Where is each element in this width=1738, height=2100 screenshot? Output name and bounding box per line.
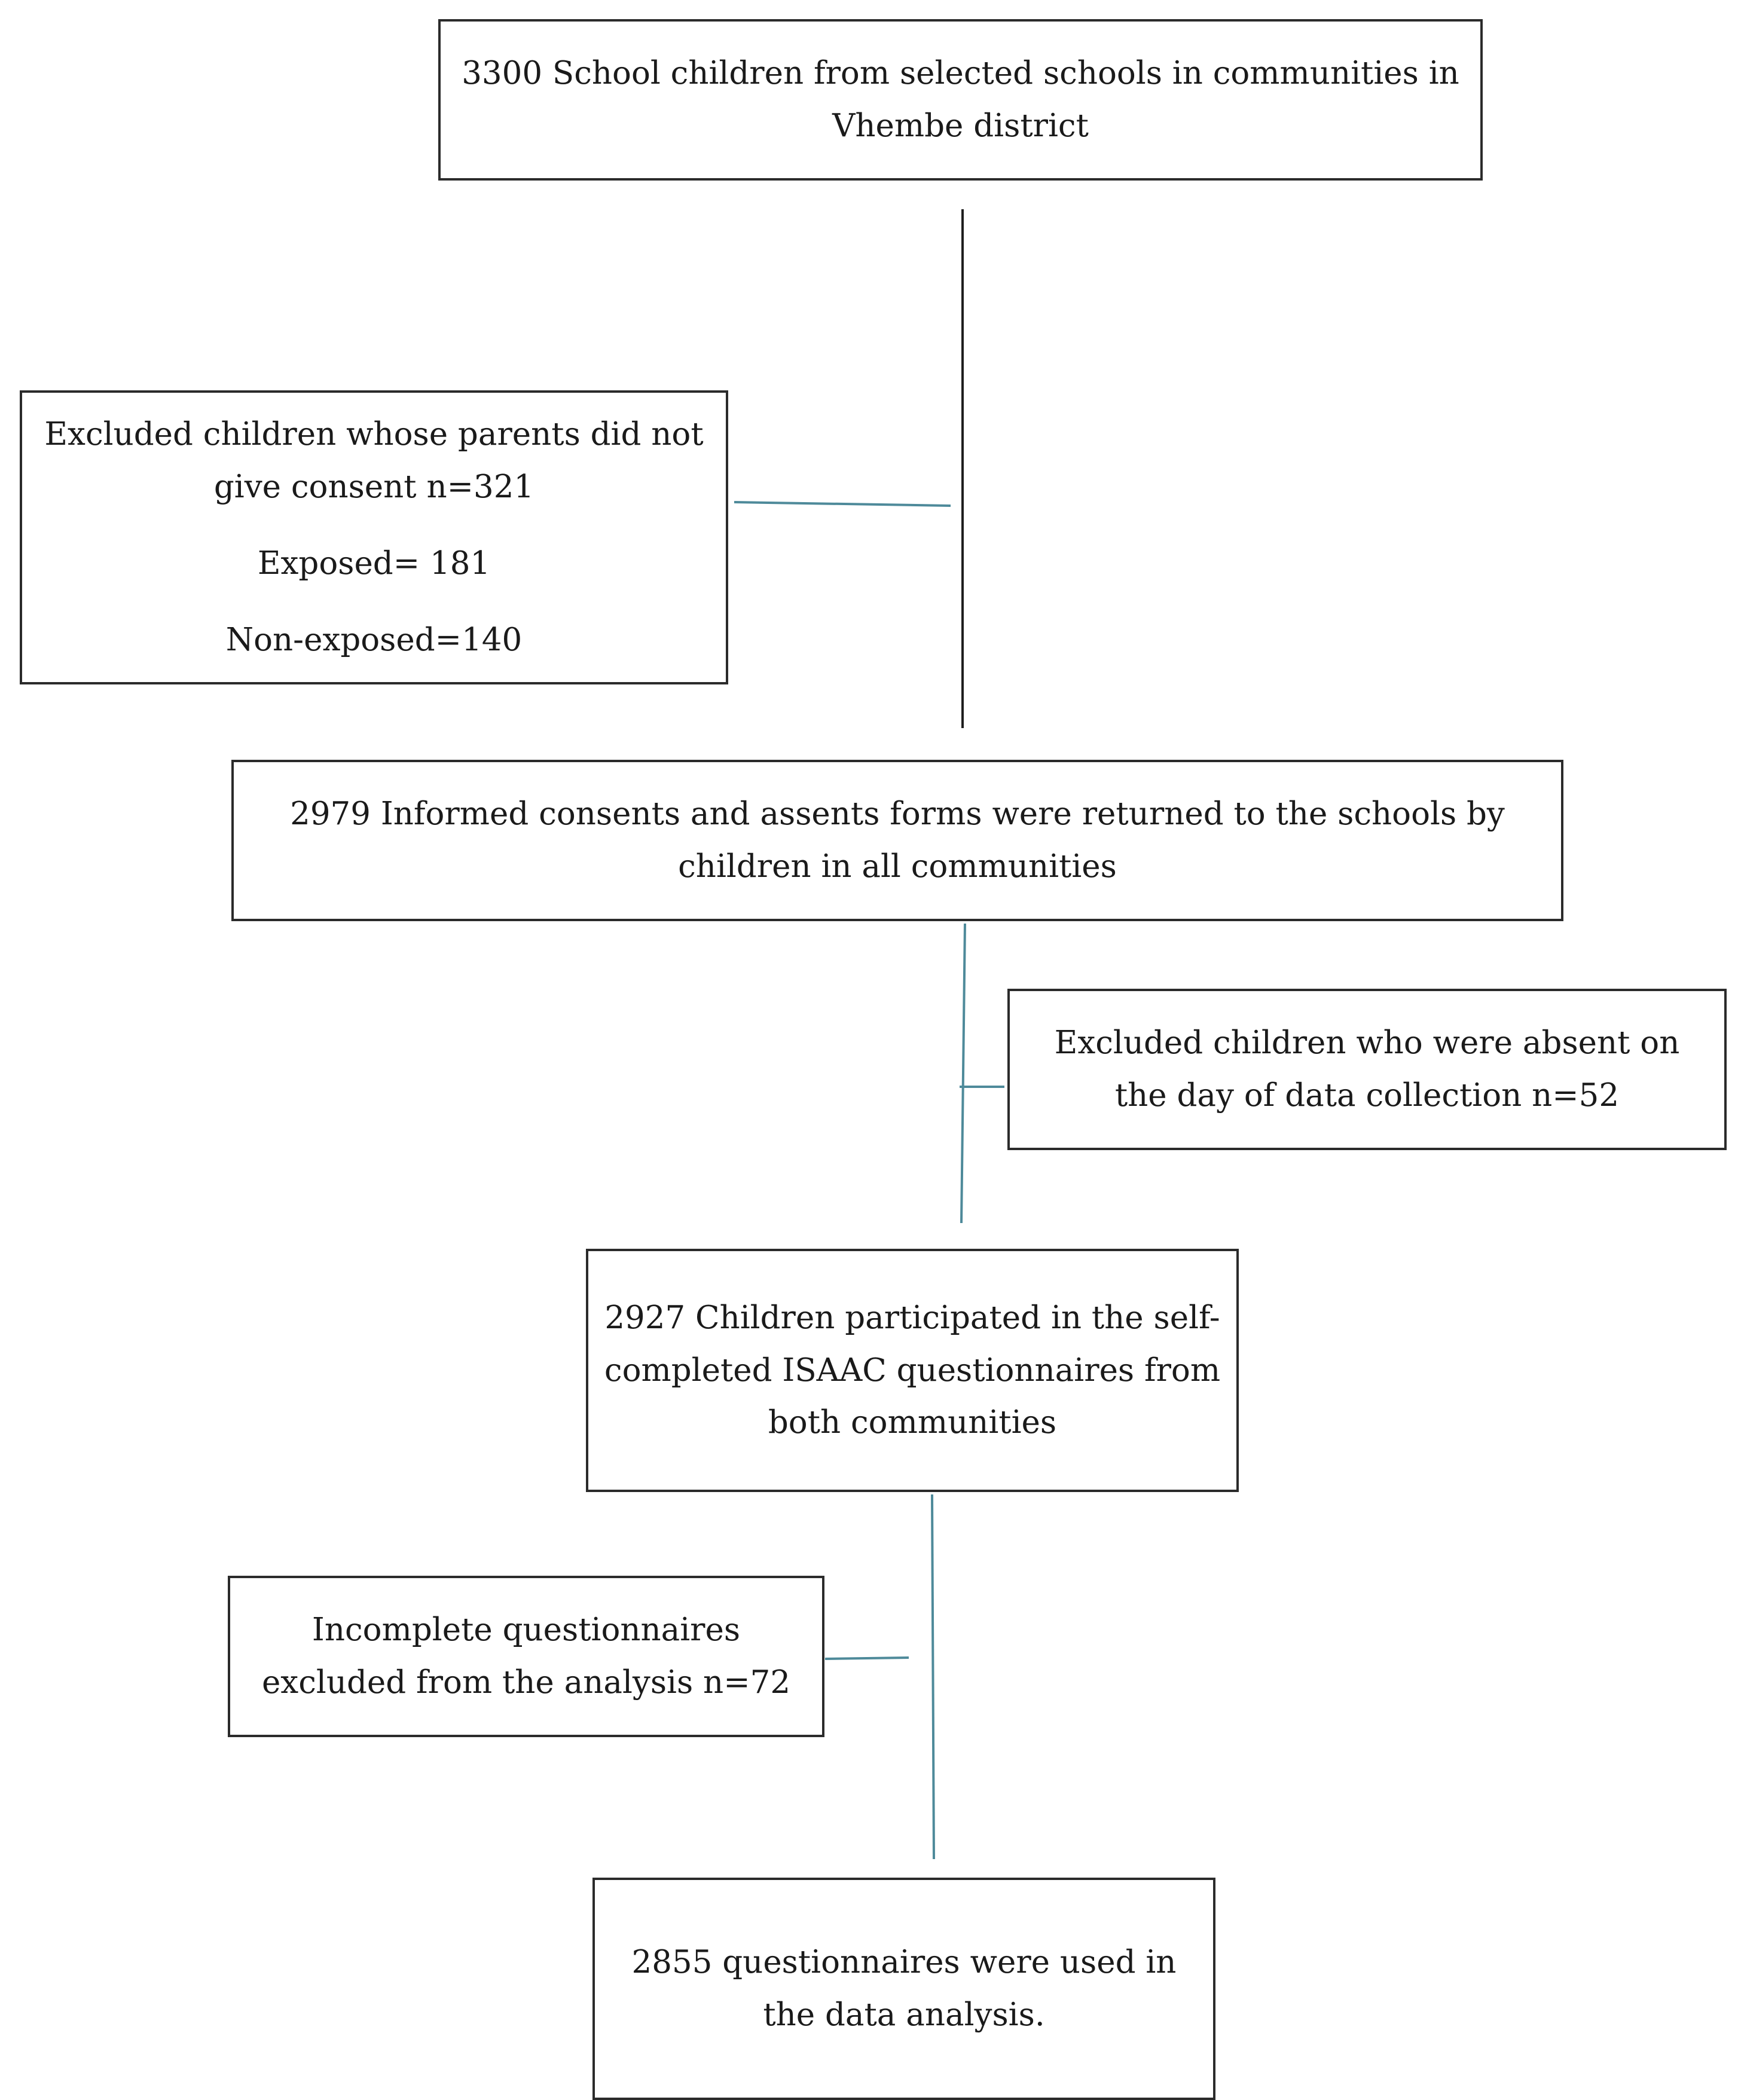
connector-participated-to-final xyxy=(931,1494,935,1860)
box-total-children-text: 3300 School children from selected schoo… xyxy=(462,55,1459,144)
box-exclusion-absent: Excluded children who were absent on the… xyxy=(1007,989,1727,1150)
box-exclusion-no-consent: Excluded children whose parents did not … xyxy=(20,390,728,684)
box-consents-returned: 2979 Informed consents and assents forms… xyxy=(231,760,1563,921)
exclusion-exposed-count: Exposed= 181 xyxy=(257,545,491,582)
box-total-children: 3300 School children from selected schoo… xyxy=(438,19,1483,181)
connector-branch-exclusion-incomplete xyxy=(824,1656,909,1660)
participated-text: 2927 Children participated in the self-c… xyxy=(604,1299,1221,1441)
box-final-analysis: 2855 questionnaires were used in the dat… xyxy=(592,1878,1215,2100)
box-exclusion-incomplete: Incomplete questionnaires excluded from … xyxy=(228,1576,824,1737)
exclusion-incomplete-text: Incomplete questionnaires excluded from … xyxy=(261,1612,791,1701)
box-participated: 2927 Children participated in the self-c… xyxy=(586,1249,1239,1492)
exclusion-non-exposed-count: Non-exposed=140 xyxy=(225,621,523,658)
final-analysis-text: 2855 questionnaires were used in the dat… xyxy=(631,1944,1177,2033)
exclusion-absent-text: Excluded children who were absent on the… xyxy=(1054,1025,1680,1114)
exclusion-no-consent-text: Excluded children whose parents did not … xyxy=(44,416,704,506)
consents-returned-text: 2979 Informed consents and assents forms… xyxy=(290,796,1505,885)
connector-consent-to-participated xyxy=(960,923,966,1224)
connector-branch-exclusion-consent xyxy=(734,501,951,507)
